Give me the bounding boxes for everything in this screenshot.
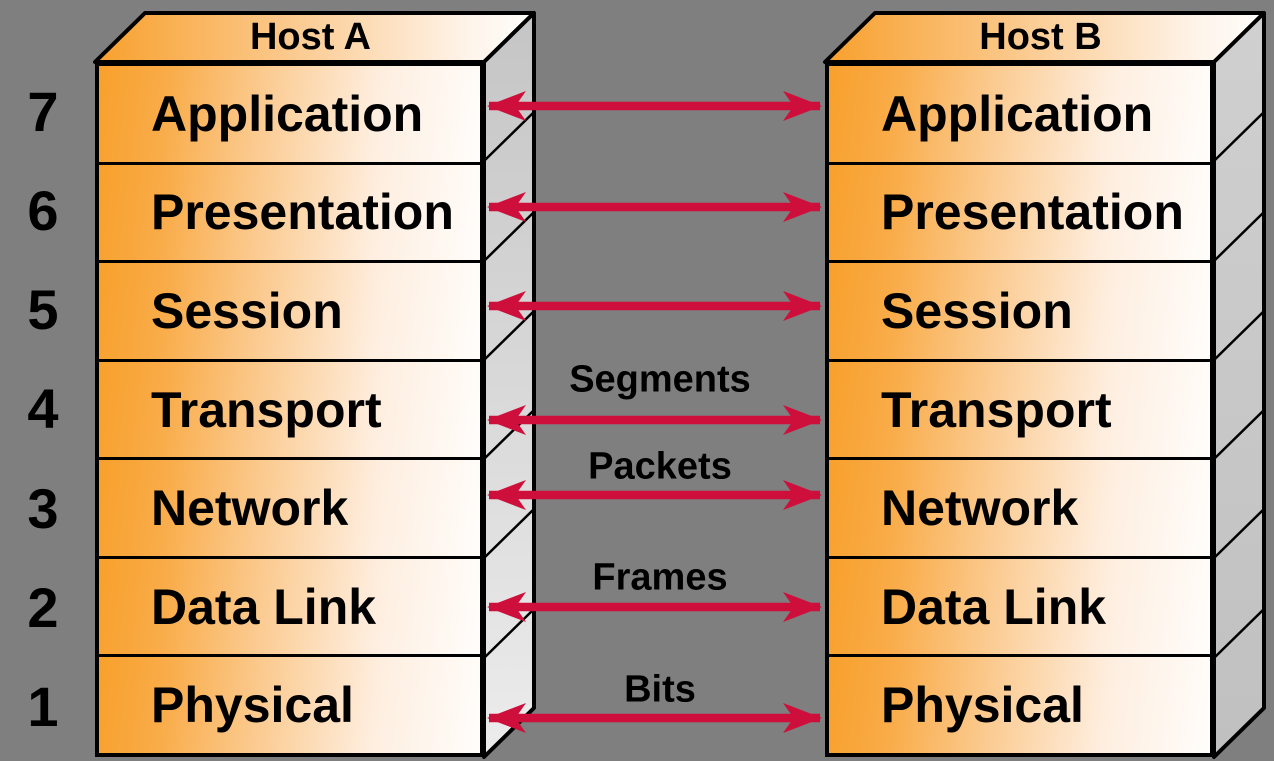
host-a-layer-network: Network (99, 460, 480, 559)
host-b-box-3d (823, 11, 1266, 759)
host-a-side-face (482, 11, 536, 759)
host-b-layer-session: Session (829, 263, 1210, 362)
host-b-layer-presentation: Presentation (829, 164, 1210, 264)
layer-number-5: 5 (27, 278, 59, 341)
layer-number-3: 3 (27, 477, 59, 540)
host-b-layer-datalink: Data Link (829, 558, 1210, 658)
host-a-layer-datalink: Data Link (99, 558, 480, 658)
host-b-layer-stack: Application Presentation Session Transpo… (825, 62, 1214, 757)
host-b-layer-transport: Transport (829, 361, 1210, 461)
host-b-layer-network: Network (829, 460, 1210, 559)
host-a-title: Host A (249, 16, 372, 58)
pdu-label-packets: Packets (588, 445, 732, 488)
host-a-layer-application: Application (99, 66, 480, 165)
host-a-layer-transport: Transport (99, 361, 480, 461)
host-b-layer-physical: Physical (829, 657, 1210, 754)
layer-number-1: 1 (27, 675, 59, 738)
host-a-layer-stack: Application Presentation Session Transpo… (95, 62, 484, 757)
pdu-label-bits: Bits (624, 668, 696, 711)
pdu-label-frames: Frames (592, 556, 728, 599)
layer-number-2: 2 (27, 576, 59, 639)
host-a-layer-presentation: Presentation (99, 164, 480, 264)
host-b-layer-application: Application (829, 66, 1210, 165)
host-b-side-depth-lines (1213, 112, 1264, 659)
host-a-layer-physical: Physical (99, 657, 480, 754)
layer-number-7: 7 (27, 80, 59, 143)
peer-arrows (486, 90, 823, 734)
host-a-layer-session: Session (99, 263, 480, 362)
layer-number-4: 4 (27, 377, 59, 440)
host-b-side-face (1212, 11, 1266, 759)
host-b-title: Host B (979, 16, 1102, 58)
layer-number-6: 6 (27, 179, 59, 242)
pdu-label-segments: Segments (569, 358, 751, 401)
